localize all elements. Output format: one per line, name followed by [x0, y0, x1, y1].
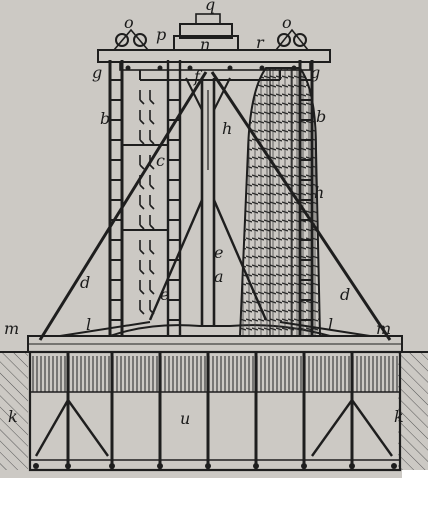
ground-right — [398, 352, 428, 470]
label-l-left: l — [86, 315, 91, 334]
label-o-left: o — [124, 13, 134, 32]
label-k-left: k — [8, 407, 18, 426]
diagonal-struts — [38, 71, 392, 341]
label-k-right: k — [394, 407, 404, 426]
label-f: f — [193, 67, 203, 86]
label-d-left: d — [80, 273, 90, 292]
label-g-right: g — [310, 63, 320, 82]
bottom-right-notch — [402, 470, 428, 506]
labels: q o p n r o g g f b b h c h e a d d e m … — [4, 0, 404, 428]
label-u: u — [180, 409, 190, 428]
foundation-frame — [28, 350, 402, 472]
bottom-margin — [0, 478, 428, 506]
label-h-upper: h — [222, 119, 232, 138]
label-r: r — [256, 33, 265, 52]
label-p: p — [156, 25, 166, 44]
ground-left — [0, 352, 28, 470]
label-e-upper: e — [214, 243, 223, 262]
label-e-lower: e — [160, 285, 169, 304]
label-m-left: m — [4, 319, 19, 338]
label-b-left: b — [100, 109, 110, 128]
left-tower — [108, 60, 182, 336]
label-h-lower: h — [314, 183, 324, 202]
label-o-right: o — [282, 13, 292, 32]
label-l-right: l — [328, 315, 333, 334]
label-a: a — [214, 267, 224, 286]
label-d-right: d — [340, 285, 350, 304]
top-gantry — [97, 13, 331, 81]
lower-frame — [59, 321, 371, 337]
label-q: q — [205, 0, 215, 14]
label-g-left: g — [92, 63, 102, 82]
label-c: c — [156, 151, 165, 170]
label-b-right: b — [316, 107, 326, 126]
label-n: n — [200, 35, 210, 54]
label-m-right: m — [376, 319, 391, 338]
right-tower — [238, 60, 322, 337]
